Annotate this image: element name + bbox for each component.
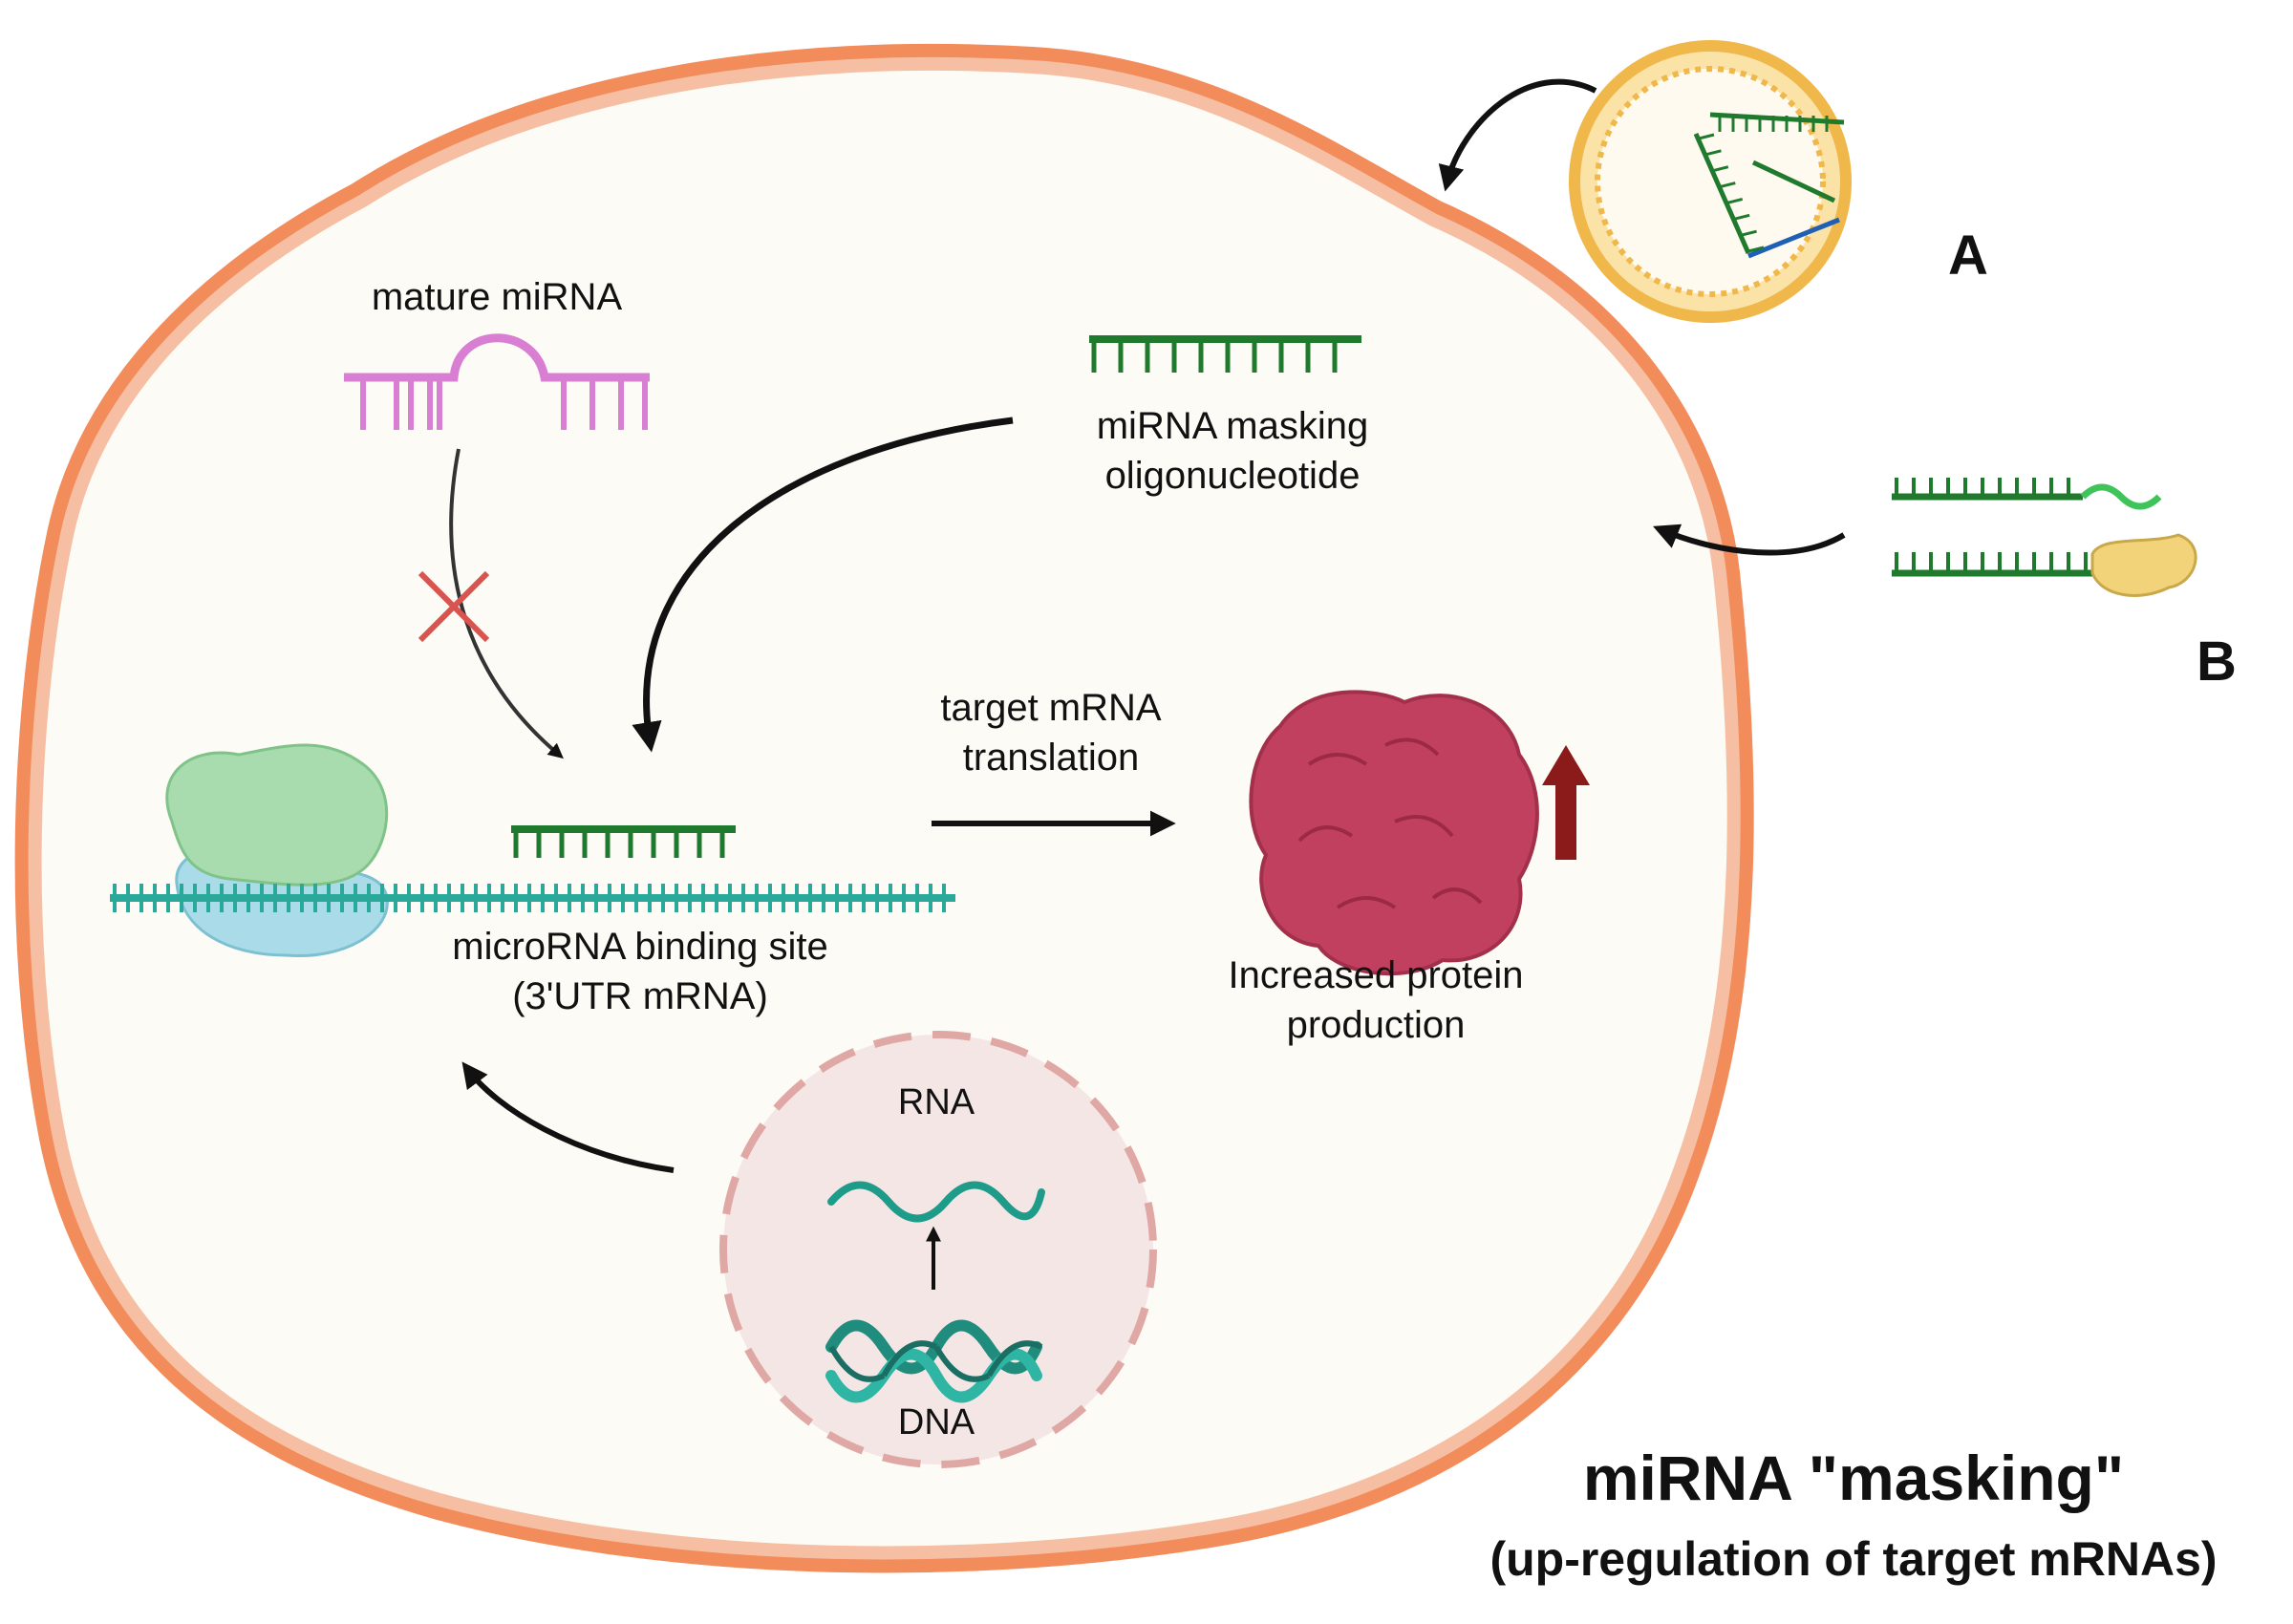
label-translation-line2: translation — [962, 737, 1140, 779]
arrow-vesicle-entry — [1438, 78, 1597, 192]
label-binding-site: microRNA binding site (3'UTR mRNA) — [420, 922, 860, 1021]
label-binding-site-line2: (3'UTR mRNA) — [512, 975, 768, 1017]
up-arrow-icon — [1542, 745, 1590, 860]
label-protein: Increased protein production — [1185, 951, 1567, 1050]
mrna-strand — [110, 884, 955, 912]
dna-helix — [825, 1319, 1043, 1403]
label-protein-line2: production — [1286, 1004, 1466, 1046]
arrow-mirna-blocked — [418, 448, 564, 759]
bound-masking-oligo — [511, 825, 736, 858]
nucleus — [719, 1031, 1157, 1468]
label-binding-site-line1: microRNA binding site — [452, 926, 828, 968]
label-mature-mirna: mature miRNA — [371, 276, 623, 318]
oligo-conjugates — [1892, 478, 2197, 597]
ribosome — [165, 743, 389, 958]
liposome-vesicle — [1569, 40, 1852, 323]
label-panel-b: B — [2197, 630, 2237, 693]
page-subtitle: (up-regulation of target mRNAs) — [1489, 1532, 2218, 1586]
free-masking-oligo — [1089, 335, 1361, 373]
label-protein-line1: Increased protein — [1228, 954, 1524, 996]
label-masking-oligo-line1: miRNA masking — [1096, 405, 1369, 447]
arrow-nucleus-to-mrna — [461, 1061, 675, 1173]
label-panel-a: A — [1948, 224, 1988, 287]
block-x-icon — [418, 570, 490, 643]
protein — [1249, 690, 1539, 976]
label-rna: RNA — [897, 1082, 975, 1122]
arrow-conjugate-entry — [1653, 524, 1846, 556]
page-title: miRNA "masking" — [1582, 1442, 2125, 1513]
label-translation: target mRNA translation — [889, 683, 1213, 782]
cell — [14, 43, 1754, 1573]
rna-strand — [827, 1181, 1045, 1223]
label-translation-line1: target mRNA — [940, 687, 1162, 729]
label-masking-oligo: miRNA masking oligonucleotide — [1032, 401, 1433, 501]
cell-membrane-inner — [28, 56, 1741, 1560]
label-dna: DNA — [897, 1402, 975, 1442]
mature-mirna — [344, 333, 650, 430]
label-masking-oligo-line2: oligonucleotide — [1104, 455, 1361, 497]
arrow-oligo-to-site — [632, 417, 1014, 753]
